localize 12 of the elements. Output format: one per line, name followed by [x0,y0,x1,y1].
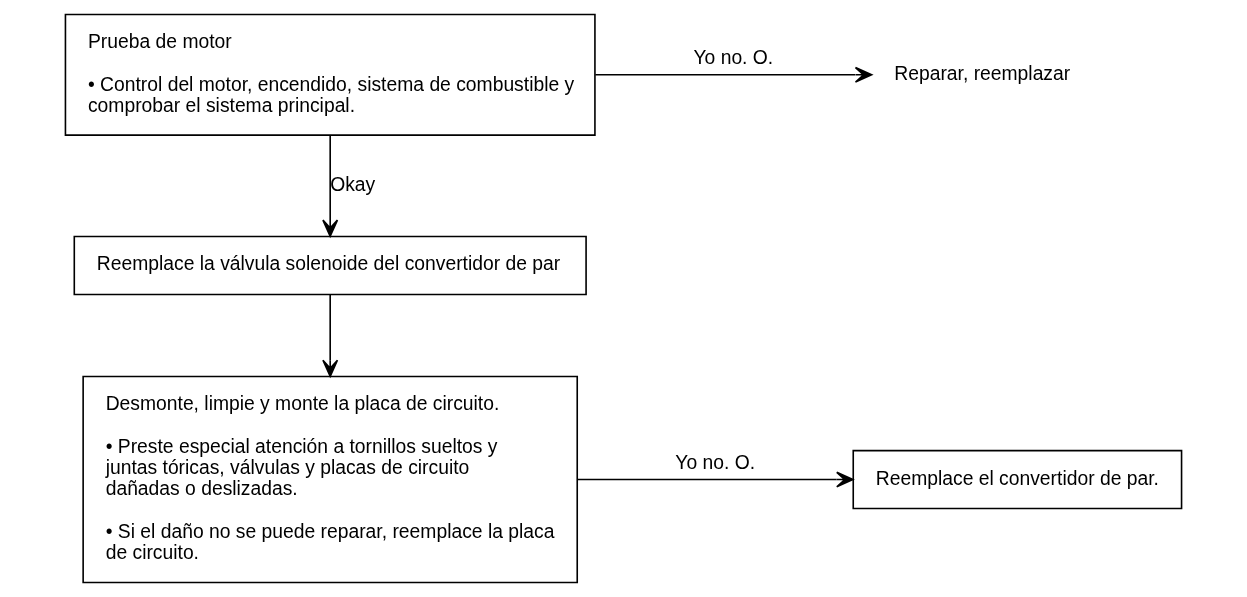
arrow [576,471,854,488]
node-text: Reparar, reemplazar [894,62,1071,84]
edge-label: Yo no. O. [693,47,774,69]
edge-label: Okay [330,173,376,195]
arrow [594,66,873,83]
edge-label: Yo no. O. [675,452,756,474]
node-box: Reemplace la válvula solenoide del convertidor de par [73,235,587,296]
arrow [322,134,339,237]
arrow [322,293,339,378]
node-box: Reemplace el convertidor de par. [852,449,1183,510]
node-box: Desmonte, limpie y monte la placa de circuito. • Preste especial atención a tornillos sueltos y juntas tóricas, válvulas y placas de circuito dañadas o deslizadas. • Si el daño no se puede reparar, reemplace la placa de circuito. [82,375,579,584]
node-box: Prueba de motor • Control del motor, encendido, sistema de combustible y comprobar el sistema principal. [64,13,596,136]
